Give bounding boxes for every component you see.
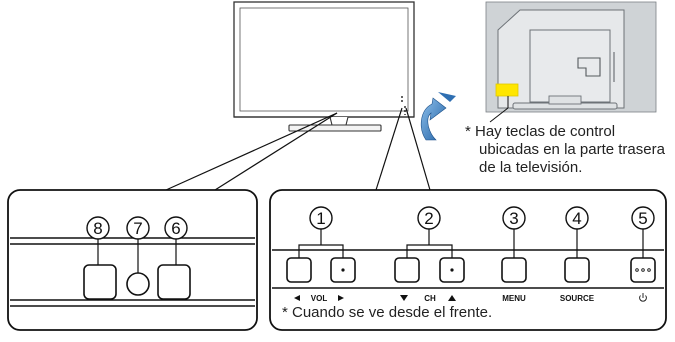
- callout-3: 3: [509, 209, 518, 228]
- source-button: [564, 257, 590, 283]
- callout-8: 8: [93, 219, 102, 238]
- front-button-8: [83, 264, 117, 300]
- front-controls-panel: 8 7 6: [7, 189, 258, 331]
- callout-7: 7: [133, 219, 142, 238]
- front-view-note: * Cuando se ve desde el frente.: [282, 304, 493, 321]
- power-icon: [639, 293, 647, 302]
- up-arrow-icon: [448, 295, 456, 301]
- callout-2: 2: [424, 209, 433, 228]
- front-button-6: [157, 264, 191, 300]
- menu-button: [501, 257, 527, 283]
- left-arrow-icon: [294, 295, 300, 301]
- rear-note-line-3: de la televisión.: [479, 159, 583, 176]
- rear-note-line-2: ubicadas en la parte trasera: [479, 141, 665, 158]
- rotate-arrow-icon: [420, 92, 456, 141]
- callout-5: 5: [638, 209, 647, 228]
- menu-label: MENU: [502, 294, 526, 303]
- rear-control-highlight: [495, 83, 519, 97]
- down-arrow-icon: [400, 295, 408, 301]
- ch-down-button: [394, 257, 420, 283]
- power-button: [630, 257, 656, 283]
- rear-note-line-1: * Hay teclas de control: [465, 123, 616, 140]
- vol-label: VOL: [310, 294, 328, 303]
- callout-4: 4: [572, 209, 581, 228]
- tv-front-view: [233, 1, 415, 132]
- callout-6: 6: [171, 219, 180, 238]
- sensor-7: [126, 272, 150, 296]
- rear-controls-panel: 1 2 3 4 5: [269, 189, 667, 331]
- vol-down-button: [286, 257, 312, 283]
- source-label: SOURCE: [559, 294, 595, 303]
- ch-label: CH: [424, 294, 436, 303]
- rear-note: * Hay teclas de control ubicadas en la p…: [465, 123, 675, 177]
- tv-rear-view: [485, 1, 657, 113]
- callout-1: 1: [316, 209, 325, 228]
- right-arrow-icon: [338, 295, 344, 301]
